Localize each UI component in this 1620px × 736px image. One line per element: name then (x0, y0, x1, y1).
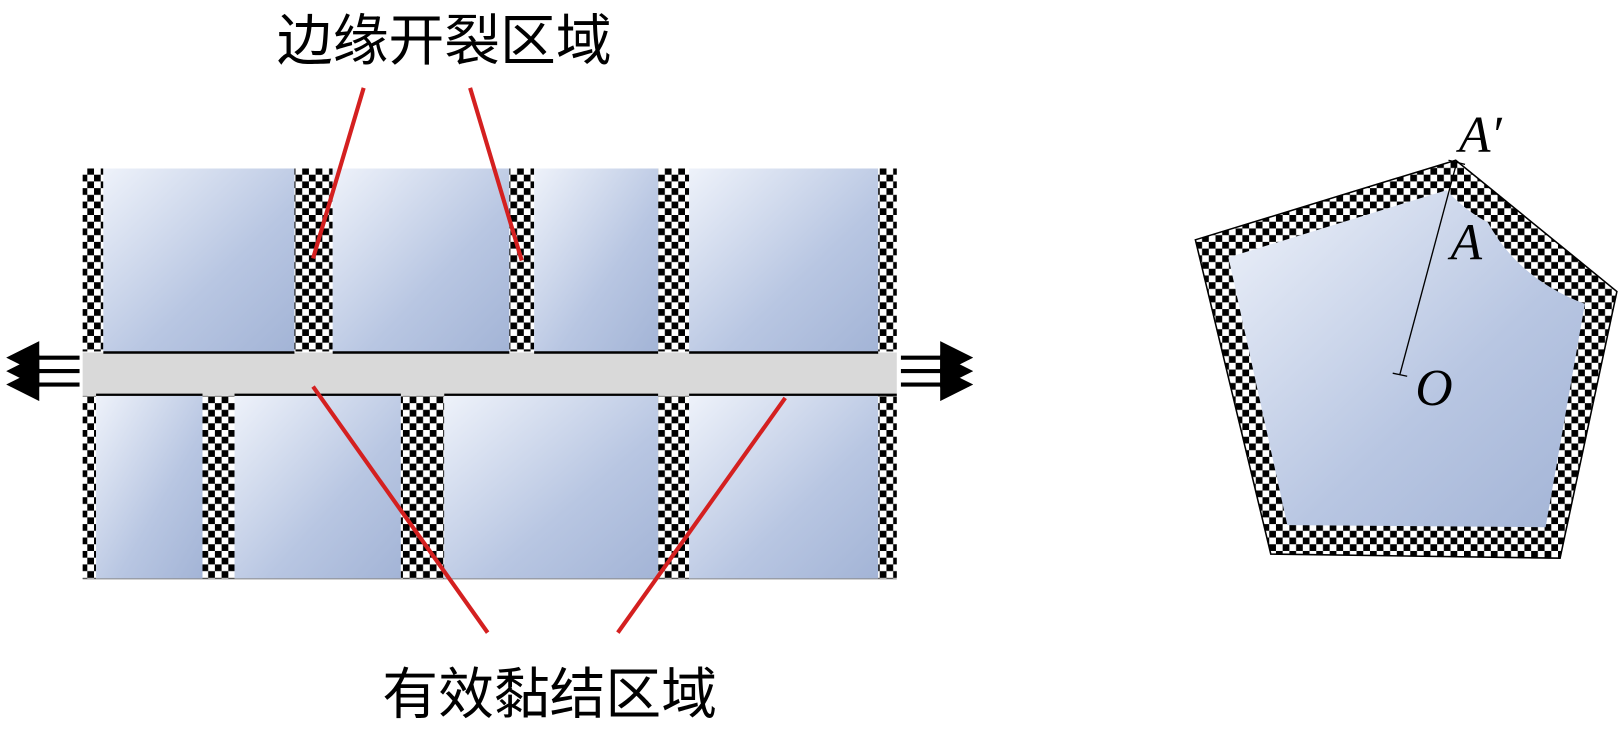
annotation-leaders (311, 87, 787, 634)
right-tension-arrows-icon (900, 341, 974, 402)
crack-zone-strip (294, 168, 333, 352)
bonded-block (534, 168, 659, 352)
crack-zone-strip (878, 395, 897, 579)
bonded-block (96, 395, 203, 579)
bottom-row-assembly (82, 395, 897, 580)
crack-zone-strip (658, 168, 690, 352)
radius-line (1399, 162, 1458, 375)
label-edge-crack-zone: 边缘开裂区域 (277, 9, 612, 74)
bonded-block (689, 168, 879, 352)
bonded-block (103, 168, 295, 352)
left-tension-arrows-icon (6, 341, 80, 402)
bonded-block (332, 168, 510, 352)
bonded-block (444, 395, 659, 579)
label-effective-bond-zone: 有效黏结区域 (382, 662, 717, 727)
crack-zone-strip (82, 168, 104, 352)
center-plate (82, 352, 897, 396)
bonded-block (689, 395, 879, 579)
bonded-block (234, 395, 401, 579)
crack-zone-strip (658, 395, 690, 579)
point-a-label: A (1448, 214, 1483, 271)
crack-zone-strip (878, 168, 897, 352)
pentagon-section: A′ A O (1194, 107, 1618, 559)
crack-zone-strip (82, 395, 97, 579)
top-row-assembly (82, 168, 897, 352)
crack-zone-strip (202, 395, 235, 579)
crack-zone-strip (400, 395, 445, 579)
point-o-label: O (1415, 360, 1452, 417)
point-a-prime-label: A′ (1456, 107, 1503, 164)
pentagon-bonded-core (1228, 190, 1585, 528)
